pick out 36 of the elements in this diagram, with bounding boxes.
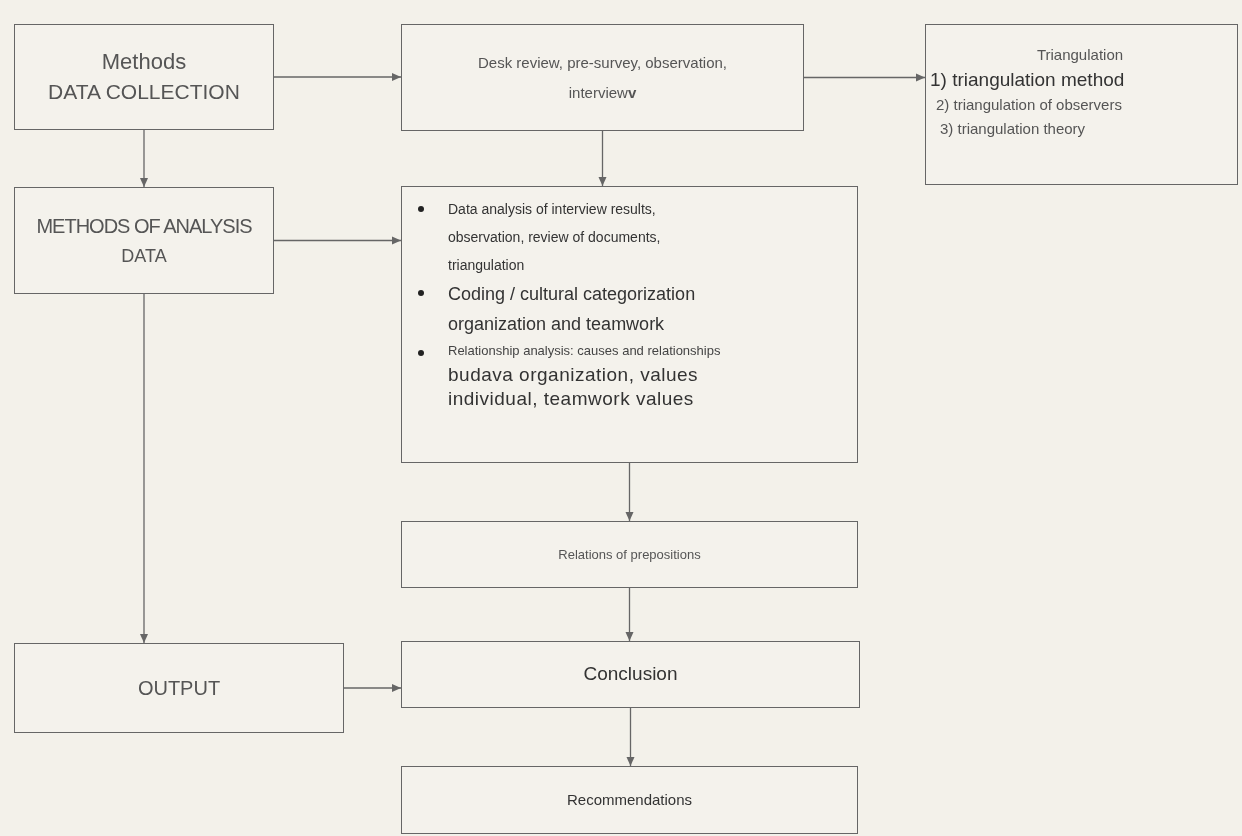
arrow bbox=[140, 129, 148, 188]
arrow bbox=[598, 130, 607, 187]
box-text: Recommendations bbox=[566, 789, 693, 810]
process-box bbox=[401, 766, 858, 834]
box-text: DATA COLLECTION bbox=[48, 79, 240, 105]
box-text: Coding / cultural categorization organization and teamwork bbox=[448, 283, 697, 336]
arrow bbox=[140, 293, 148, 644]
box-text: METHODS OF ANALYSIS bbox=[36, 213, 252, 239]
process-box bbox=[14, 643, 344, 733]
box-text: budava organization, values individual, teamwork values bbox=[447, 363, 700, 411]
box-text: Desk review, pre-survey, observation, interviewv bbox=[477, 52, 728, 103]
process-box bbox=[401, 521, 858, 588]
process-box bbox=[401, 24, 804, 131]
arrow bbox=[625, 462, 634, 522]
process-box bbox=[925, 24, 1238, 185]
box-text: Methods bbox=[101, 48, 187, 76]
box-text: Triangulation bbox=[1035, 45, 1125, 65]
arrow bbox=[626, 707, 635, 767]
box-text: Conclusion bbox=[583, 662, 678, 687]
box-text: DATA bbox=[121, 244, 167, 268]
arrow bbox=[273, 236, 402, 245]
arrow bbox=[625, 587, 634, 642]
arrow bbox=[803, 73, 926, 82]
box-text: Relations of prepositions bbox=[558, 545, 701, 564]
process-box bbox=[401, 186, 858, 463]
box-text: 1) triangulation method bbox=[930, 68, 1125, 92]
box-text: 3) triangulation theory bbox=[939, 119, 1086, 139]
process-box bbox=[401, 641, 860, 708]
arrow bbox=[273, 73, 402, 81]
process-box bbox=[14, 187, 274, 294]
box-text: Relationship analysis: causes and relationships bbox=[448, 342, 721, 360]
box-text: 2) triangulation of observers bbox=[935, 95, 1122, 115]
box-text: OUTPUT bbox=[137, 676, 221, 701]
process-box bbox=[14, 24, 274, 130]
arrow bbox=[343, 684, 402, 692]
box-text: Data analysis of interview results, observation, review of documents, triangulation bbox=[448, 200, 662, 275]
